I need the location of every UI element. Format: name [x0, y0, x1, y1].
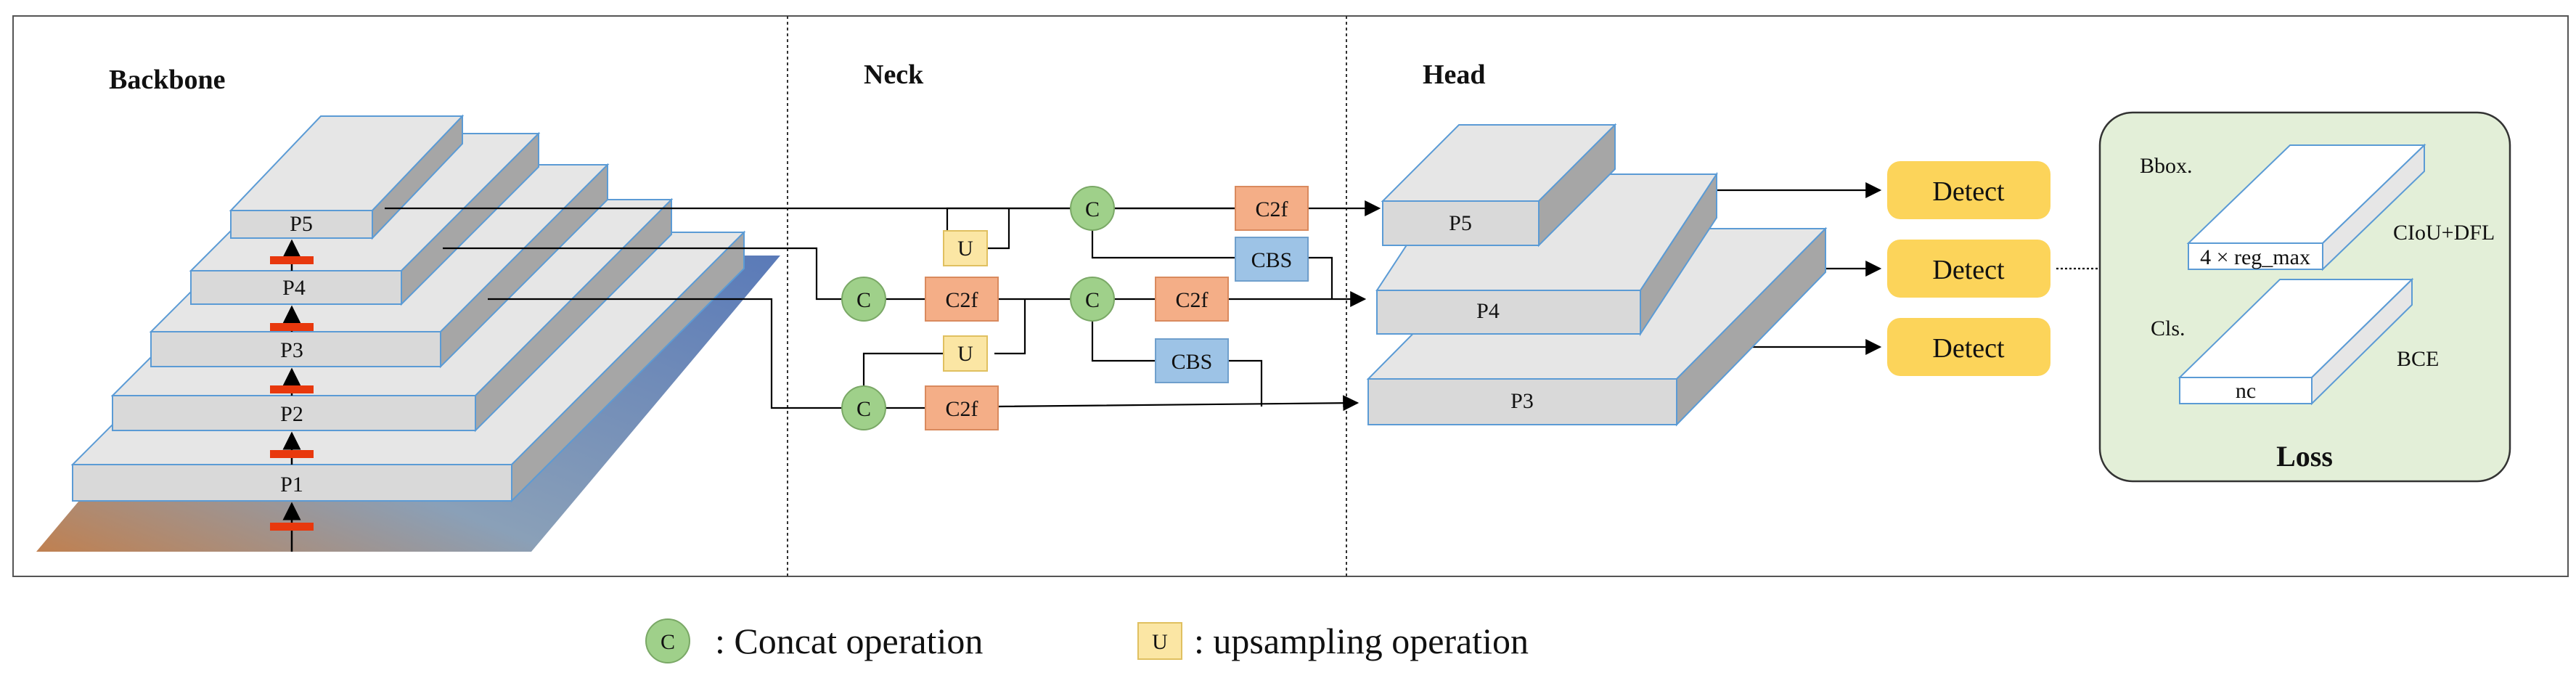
backbone-downsample-arrows	[270, 239, 314, 552]
concat-node-bottom: C	[841, 385, 886, 430]
svg-text:C2f: C2f	[1256, 197, 1288, 221]
c2f-block-top: C2f	[1235, 186, 1309, 231]
diagram-frame	[12, 15, 2569, 577]
cls-loss-label: BCE	[2397, 347, 2439, 371]
backbone-title: Backbone	[109, 65, 225, 95]
cls-label: Cls.	[2151, 316, 2185, 340]
svg-text:C: C	[856, 397, 871, 421]
svg-text:C: C	[1085, 197, 1100, 221]
backbone-stack: P1 P2 P3 P4 P5	[36, 114, 780, 552]
head-title: Head	[1423, 60, 1486, 90]
neck-blocks: C C C C U U C2f C2f	[841, 186, 1309, 430]
head-stack: P3 P4 P5 Detect Detect Detect	[1366, 123, 2050, 427]
head-label-p5: P5	[1449, 211, 1472, 235]
svg-text:C2f: C2f	[946, 288, 978, 312]
backbone-label-p5: P5	[290, 212, 313, 236]
svg-text:U: U	[1152, 630, 1168, 654]
bbox-loss-label: CIoU+DFL	[2393, 221, 2495, 245]
concat-node-top: C	[1070, 186, 1115, 231]
loss-title: Loss	[2276, 440, 2333, 473]
concat-node-mid-left: C	[841, 277, 886, 322]
neck-title: Neck	[864, 60, 924, 90]
bbox-dim-label: 4 × reg_max	[2200, 245, 2310, 269]
detect-box-2: Detect	[1887, 240, 2050, 298]
head-label-p4: P4	[1476, 299, 1500, 323]
backbone-label-p3: P3	[280, 338, 303, 362]
concat-node-mid-right: C	[1070, 277, 1115, 322]
svg-text:CBS: CBS	[1172, 350, 1213, 374]
detect-box-1: Detect	[1887, 161, 2050, 219]
bbox-tensor: 4 × reg_max	[2186, 143, 2426, 271]
svg-text:Detect: Detect	[1932, 255, 2005, 285]
head-label-p3: P3	[1510, 389, 1534, 413]
cbs-block-bottom: CBS	[1155, 338, 1229, 383]
c2f-block-mid-right: C2f	[1155, 277, 1229, 322]
cls-dim-label: nc	[2236, 379, 2256, 403]
bbox-label: Bbox.	[2140, 154, 2193, 178]
svg-text:U: U	[957, 342, 973, 366]
svg-text:CBS: CBS	[1251, 248, 1293, 272]
c2f-block-mid-left: C2f	[925, 277, 999, 322]
svg-text:C: C	[856, 288, 871, 312]
svg-text:C: C	[661, 630, 675, 654]
legend-concat: C : Concat operation	[645, 618, 983, 663]
svg-text:Detect: Detect	[1932, 333, 2005, 364]
upsample-node-bottom: U	[943, 335, 988, 372]
svg-text:U: U	[957, 237, 973, 261]
legend-concat-text: : Concat operation	[715, 621, 983, 661]
head-slab-p5: P5	[1381, 123, 1617, 248]
svg-text:C: C	[1085, 288, 1100, 312]
backbone-label-p4: P4	[282, 276, 306, 300]
cls-tensor: nc	[2178, 277, 2414, 406]
legend-upsample-text: : upsampling operation	[1194, 621, 1529, 661]
loss-panel: Loss Bbox. 4 × reg_max CIoU+DFL Cls. nc …	[2098, 111, 2511, 483]
backbone-label-p1: P1	[280, 473, 303, 497]
c2f-block-bottom: C2f	[925, 385, 999, 430]
svg-text:C2f: C2f	[946, 397, 978, 421]
legend: C : Concat operation U : upsampling oper…	[645, 618, 1529, 663]
svg-text:Detect: Detect	[1932, 176, 2005, 207]
cbs-block-top: CBS	[1235, 237, 1309, 282]
backbone-label-p2: P2	[280, 402, 303, 426]
upsample-node-top: U	[943, 230, 988, 266]
detect-box-3: Detect	[1887, 318, 2050, 376]
legend-upsample: U : upsampling operation	[1137, 621, 1529, 661]
svg-text:C2f: C2f	[1176, 288, 1209, 312]
